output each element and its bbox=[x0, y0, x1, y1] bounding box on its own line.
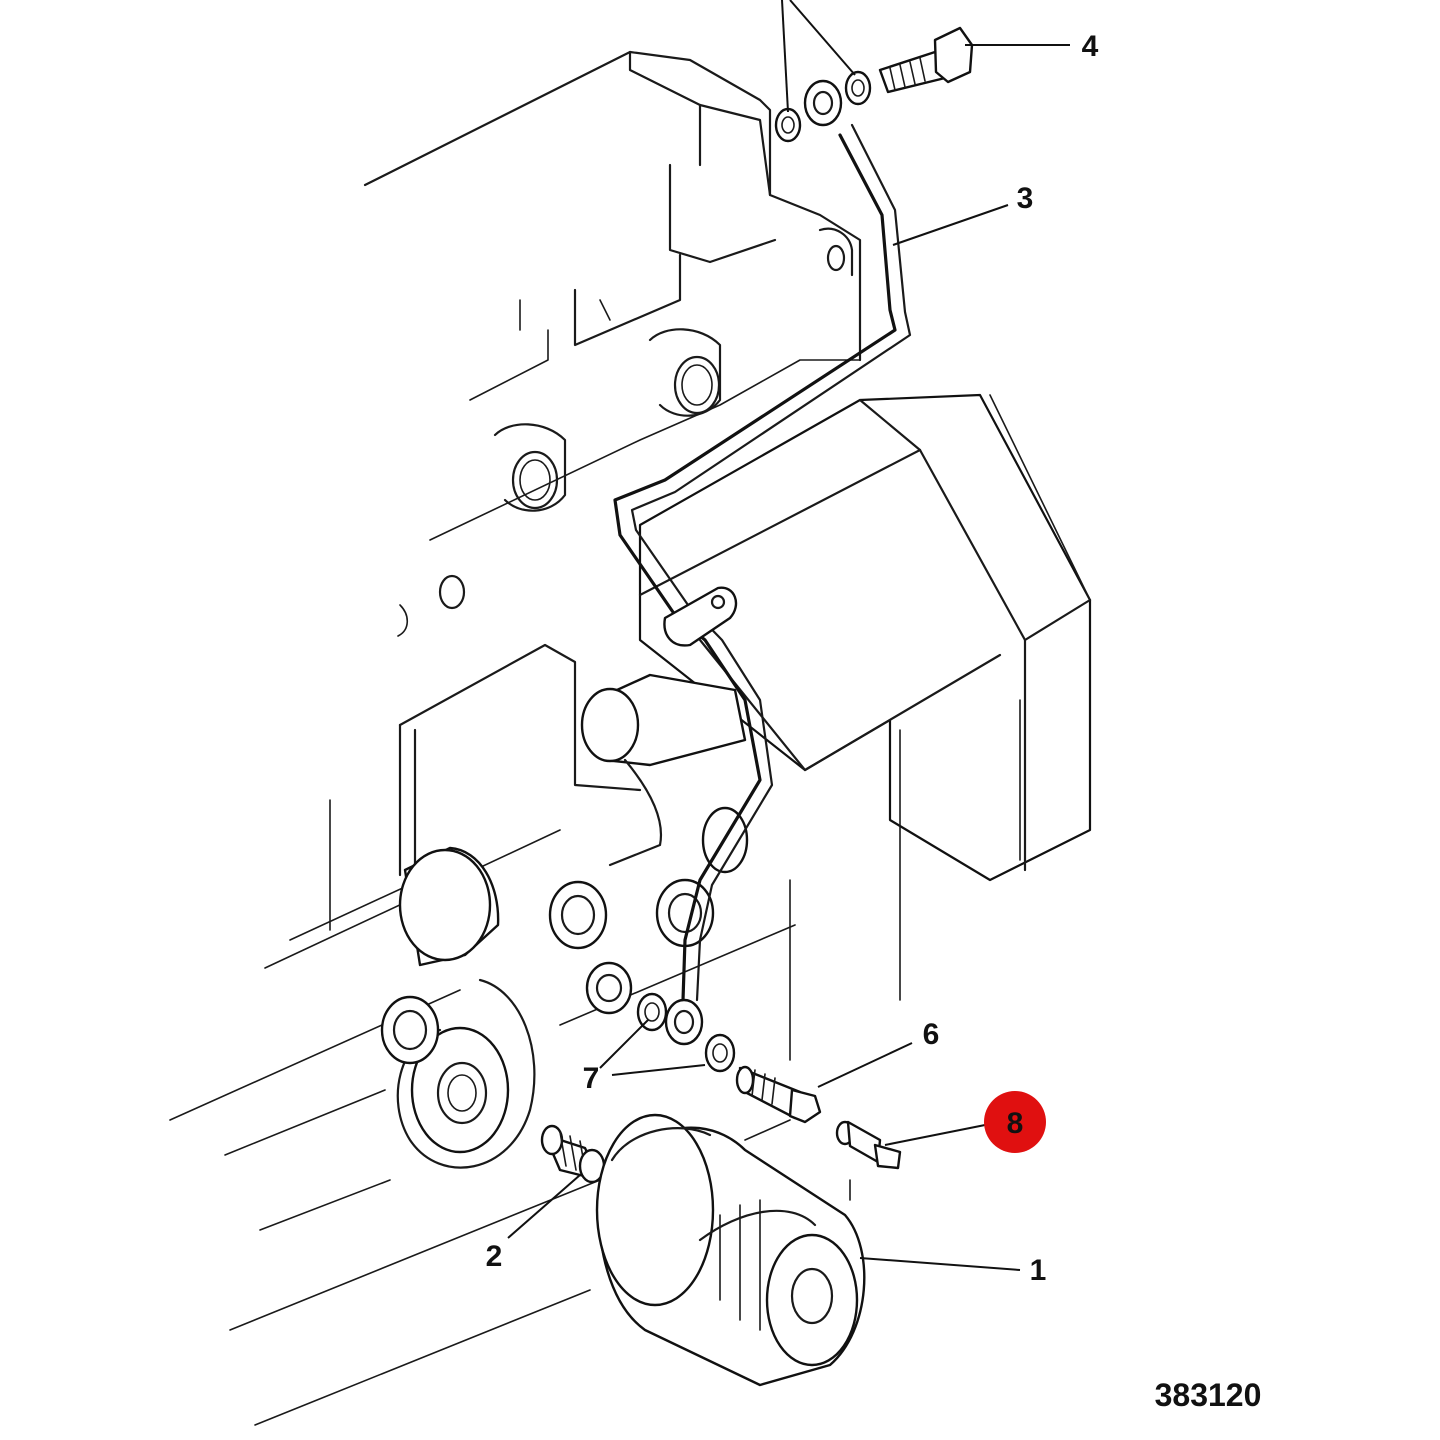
banjo-bolt-top bbox=[878, 26, 974, 94]
callout-label-7: 7 bbox=[583, 1062, 600, 1095]
callout-7: 7 bbox=[583, 1062, 600, 1095]
callout-label-4: 4 bbox=[1082, 30, 1099, 63]
oil-pressure-switch bbox=[835, 1120, 902, 1170]
highlight-marker bbox=[984, 1091, 1046, 1153]
callout-6: 6 bbox=[923, 1018, 940, 1051]
callout-label-1: 1 bbox=[1030, 1254, 1047, 1287]
callout-label-3: 3 bbox=[1017, 182, 1034, 215]
oil-filter-canister bbox=[595, 1113, 866, 1387]
callout-8-highlighted: 8 bbox=[984, 1091, 1046, 1153]
filter-adaptor-stud bbox=[540, 1124, 606, 1184]
callout-label-2: 2 bbox=[486, 1240, 503, 1273]
leader-lines bbox=[507, 0, 1070, 1271]
oil-feed-pipe bbox=[613, 79, 912, 1046]
callout-3: 3 bbox=[1017, 182, 1034, 215]
top-sealing-washers bbox=[774, 70, 872, 143]
callout-4: 4 bbox=[1082, 30, 1099, 63]
lower-sealing-washers bbox=[636, 992, 736, 1073]
callout-2: 2 bbox=[486, 1240, 503, 1273]
engine-block-outline bbox=[169, 50, 1092, 1426]
callout-label-8: 8 bbox=[1007, 1107, 1024, 1140]
banjo-bolt-bottom bbox=[735, 1065, 822, 1124]
callout-label-6: 6 bbox=[923, 1018, 940, 1051]
drawing-number: 383120 bbox=[1155, 1377, 1262, 1413]
callout-1: 1 bbox=[1030, 1254, 1047, 1287]
